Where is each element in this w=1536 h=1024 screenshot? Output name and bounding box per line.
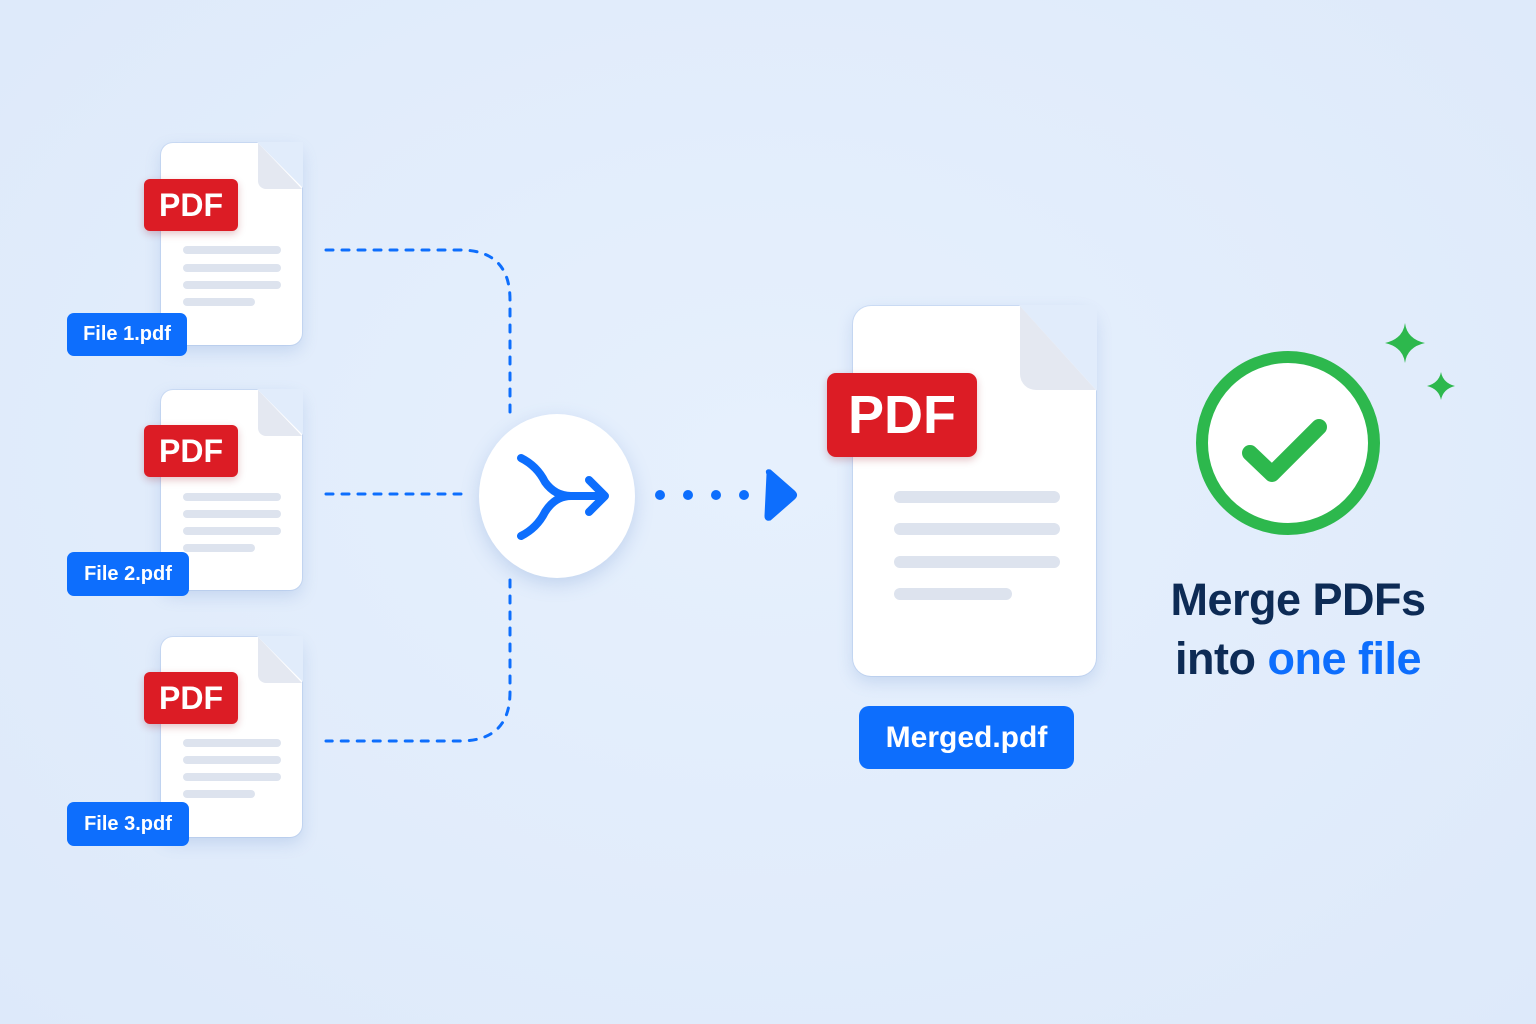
merge-button[interactable] bbox=[479, 414, 635, 578]
file-label: File 3.pdf bbox=[67, 802, 189, 846]
pdf-badge: PDF bbox=[144, 179, 238, 231]
play-arrow-icon bbox=[764, 469, 797, 521]
file-label: File 2.pdf bbox=[67, 552, 189, 596]
merged-file[interactable] bbox=[853, 305, 1097, 676]
pdf-badge: PDF bbox=[827, 373, 977, 457]
merge-arrow-icon bbox=[517, 454, 609, 540]
sparkle-icon bbox=[1427, 372, 1455, 400]
input-file-3[interactable] bbox=[161, 636, 303, 837]
check-circle-icon bbox=[1196, 351, 1380, 535]
headline-prefix: into bbox=[1175, 633, 1268, 684]
headline: Merge PDFs into one file bbox=[1150, 570, 1446, 688]
input-file-1[interactable] bbox=[161, 142, 303, 345]
file-label: File 1.pdf bbox=[67, 313, 187, 356]
pdf-badge: PDF bbox=[144, 672, 238, 724]
pdf-badge: PDF bbox=[144, 425, 238, 477]
sparkle-icon bbox=[1385, 323, 1425, 363]
headline-line-2: into one file bbox=[1150, 629, 1446, 688]
merged-file-label: Merged.pdf bbox=[859, 706, 1074, 769]
headline-accent: one file bbox=[1267, 633, 1421, 684]
flow-dots bbox=[655, 490, 749, 500]
headline-line-1: Merge PDFs bbox=[1170, 574, 1426, 625]
